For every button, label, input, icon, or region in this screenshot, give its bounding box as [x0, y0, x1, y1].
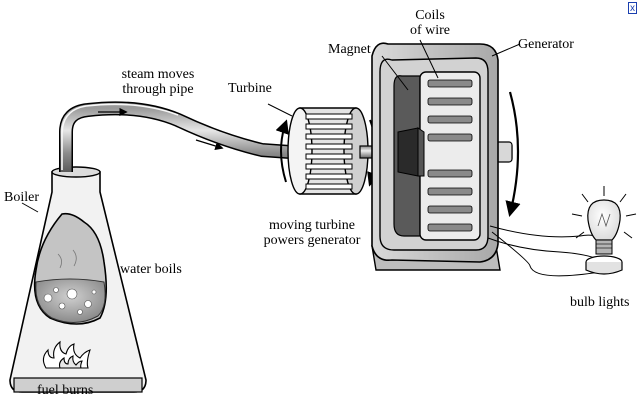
boiler [9, 166, 147, 393]
magnet [397, 127, 425, 177]
moving-turbine-label: moving turbine powers generator [250, 218, 374, 248]
magnet-label: Magnet [328, 42, 371, 57]
coils-label: Coils of wire [400, 8, 460, 38]
water-bubbles [43, 287, 97, 315]
steam-label-line1: steam moves [121, 67, 195, 82]
light-bulb-icon [571, 186, 637, 275]
turbine-label: Turbine [228, 81, 272, 96]
steam-label-line2: through pipe [122, 82, 194, 97]
fuel-burns-label: fuel burns [37, 383, 94, 398]
moving-turbine-label-line2: powers generator [263, 233, 361, 248]
coils-of-wire [427, 79, 473, 232]
steam-label: steam moves through pipe [102, 67, 214, 97]
water-boils-label: water boils [120, 262, 182, 277]
close-icon[interactable]: x [628, 2, 637, 14]
moving-turbine-label-line1: moving turbine [269, 218, 355, 233]
generator-label: Generator [518, 37, 574, 52]
generator [371, 42, 521, 271]
coils-label-line1: Coils [415, 8, 445, 23]
coils-label-line2: of wire [409, 23, 451, 38]
boiler-label: Boiler [4, 190, 39, 205]
bulb-lights-label: bulb lights [570, 295, 630, 310]
leader-lines [21, 39, 521, 213]
flame-icon [42, 340, 91, 369]
steam-pipe [59, 101, 291, 172]
